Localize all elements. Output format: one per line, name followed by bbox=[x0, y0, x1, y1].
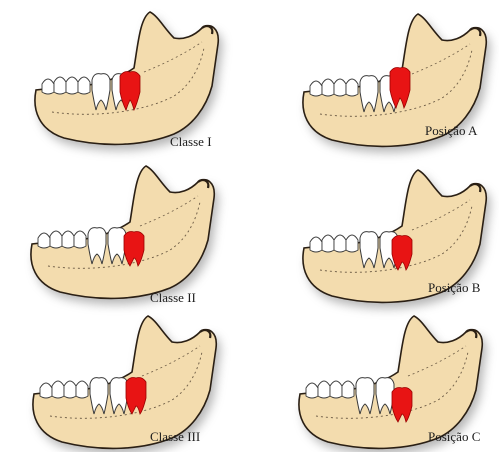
label-posicao-b: Posição B bbox=[428, 280, 481, 295]
label-classe-3: Classe III bbox=[150, 429, 200, 444]
label-posicao-c: Posição C bbox=[428, 429, 480, 444]
panel-classe-1 bbox=[35, 12, 222, 150]
label-posicao-a: Posição A bbox=[425, 123, 478, 138]
panel-classe-2 bbox=[31, 166, 218, 304]
label-classe-1: Classe I bbox=[170, 134, 212, 149]
label-classe-2: Classe II bbox=[150, 290, 196, 305]
